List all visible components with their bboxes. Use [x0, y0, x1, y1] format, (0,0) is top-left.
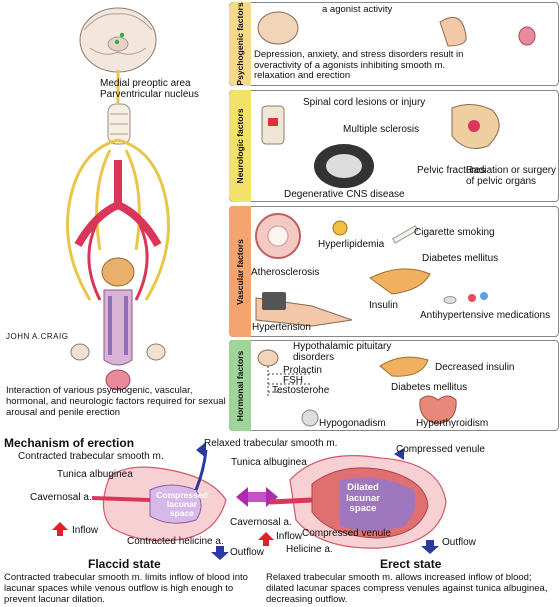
cavernosal-artery-left — [91, 496, 151, 502]
prolactin-label: Prolactin — [283, 365, 322, 376]
bladder — [101, 257, 135, 287]
aorta — [74, 160, 162, 248]
hormonal-tab: Hormonal factors — [229, 340, 251, 431]
hyperthyroidism-label: Hyperthyroidism — [416, 418, 489, 429]
hypogonadism-label: Hypogonadism — [319, 418, 386, 429]
glans — [105, 369, 131, 391]
outflow-left-label: Outflow — [230, 547, 264, 558]
decreased-insulin-label: Decreased insulin — [435, 362, 515, 373]
alpha-agonist-label: a agonist activity — [322, 4, 393, 15]
compressed-venule-bottom-label: Compressed venule — [302, 528, 391, 539]
testis-left — [70, 343, 90, 361]
tunica-albuginea-left-label: Tunica albuginea — [57, 469, 133, 480]
pancreas-icon — [369, 268, 431, 295]
hyperlipidemia-label: Hyperlipidemia — [318, 239, 385, 250]
inflow-left-label: Inflow — [72, 525, 99, 536]
thyroid-icon — [419, 395, 457, 425]
paraventricular-dot — [119, 32, 125, 38]
radiation-surgery-label: Radiation or surgery of pelvic organs — [466, 165, 557, 187]
mechanism-diagram — [52, 442, 447, 560]
cigarette-label: Cigarette smoking — [414, 227, 495, 238]
left-caption: Interaction of various psychogenic, vasc… — [6, 385, 226, 418]
brain-section — [79, 7, 157, 73]
hypertension-label: Hypertension — [252, 322, 311, 333]
nerve-pathways — [66, 70, 170, 301]
testis-icon — [301, 409, 319, 427]
psychogenic-tab: Psychogenic factors — [229, 2, 251, 86]
anatomy-illustration — [66, 7, 170, 391]
label-paraventricular: Parventricular nucleus — [100, 89, 199, 100]
hormonal-panel — [229, 340, 559, 431]
degenerative-cns-label: Degenerative CNS disease — [284, 189, 405, 200]
spinal-cord-label: Spinal cord lesions or injury — [303, 97, 426, 108]
erect-state-title: Erect state — [380, 557, 442, 571]
contracted-helicine-label: Contracted helicine a. — [127, 536, 224, 547]
hypothalamic-label: Hypothalamic pituitary disorders — [293, 341, 392, 363]
pelvic-fractures-label: Pelvic fractures — [417, 165, 486, 176]
pill-icon — [468, 294, 476, 302]
outflow-vein-arrow-left — [196, 442, 206, 458]
inflow-arrow-right — [258, 532, 274, 546]
cavernosal-right-label: Cavernosal a. — [230, 517, 292, 528]
cigarette-icon — [392, 225, 419, 244]
erect-state-text: Relaxed trabecular smooth m. allows incr… — [266, 572, 548, 605]
lipid-icon — [332, 220, 348, 236]
outflow-arrow-right — [421, 540, 439, 554]
artist-signature: JOHN A.CRAIG — [6, 332, 69, 341]
testosterone-label: Testosterohe — [272, 385, 330, 396]
fsh-label: FSH — [283, 375, 303, 386]
inflow-right-label: Inflow — [276, 531, 303, 542]
pituitary-icon — [257, 349, 279, 367]
psychogenic-text: Depression, anxiety, and stress disorder… — [254, 49, 464, 81]
flaccid-state-title: Flaccid state — [88, 557, 161, 571]
neurologic-tab: Neurologic factors — [229, 90, 251, 202]
penis-flaccid-icon — [439, 16, 467, 47]
cavernosal-artery-right — [269, 497, 313, 505]
flaccid-tissue — [91, 449, 227, 542]
mechanism-title: Mechanism of erection — [4, 436, 135, 450]
psychogenic-panel — [229, 2, 559, 86]
outflow-vein-arrow-right — [394, 448, 404, 460]
head-icon — [257, 11, 299, 45]
spinal-cord — [107, 103, 131, 145]
outflow-arrow-left — [211, 546, 229, 560]
pancreas-small-icon — [379, 356, 429, 377]
tunica-albuginea-right-label: Tunica albuginea — [231, 457, 307, 468]
erect-tissue — [269, 455, 447, 549]
medial-preoptic-dot — [114, 39, 120, 45]
atherosclerosis-label: Atherosclerosis — [251, 267, 320, 278]
outflow-right-label: Outflow — [442, 537, 476, 548]
dilated-lacunar-space-label: Dilated lacunar space — [346, 482, 380, 514]
multiple-sclerosis-label: Multiple sclerosis — [343, 124, 420, 135]
diabetes-label: Diabetes mellitus — [422, 253, 499, 264]
helicine-right-label: Helicine a. — [286, 544, 333, 555]
flaccid-state-text: Contracted trabecular smooth m. limits i… — [4, 572, 248, 605]
compressed-venule-top-label: Compressed venule — [396, 444, 485, 455]
relaxed-trabecular-label: Relaxed trabecular smooth m. — [204, 438, 338, 449]
inflow-arrow-left — [52, 522, 68, 536]
compressed-lacunar-space-label: Compressed lacunar space — [156, 490, 208, 518]
transition-arrow — [236, 487, 278, 507]
vascular-tab: Vascular factors — [229, 206, 251, 337]
label-medial-preoptic: Medial preoptic area — [100, 78, 191, 89]
diabetes-hormonal-label: Diabetes mellitus — [391, 382, 468, 393]
testis-right — [146, 343, 166, 361]
antihypertensive-label: Antihypertensive medications — [420, 310, 551, 321]
penis-cross-section — [70, 289, 166, 391]
contracted-trabecular-label: Contracted trabecular smooth m. — [18, 451, 164, 462]
blood-pressure-cuff-icon — [262, 292, 286, 310]
insulin-label: Insulin — [369, 300, 398, 311]
cavernosal-left-label: Cavernosal a. — [30, 492, 92, 503]
